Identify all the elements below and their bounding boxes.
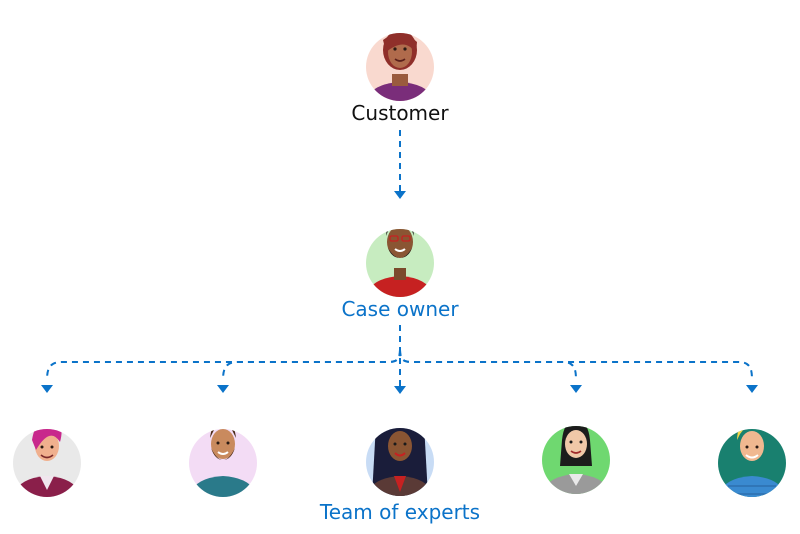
case-owner-avatar-icon (366, 229, 434, 297)
team-of-experts-label: Team of experts (319, 500, 481, 524)
customer-avatar-icon (366, 33, 434, 101)
arrowhead-owner (394, 191, 406, 199)
expert-avatar-icon (366, 428, 434, 496)
arrowheads (41, 191, 758, 394)
expert-avatar-icon (13, 429, 81, 497)
expert-avatar-icon (189, 429, 257, 497)
expert-avatar-icon (718, 429, 786, 497)
arrowhead-expert-5 (746, 385, 758, 393)
connector-to-expert-1 (46, 349, 401, 381)
connector-to-expert-2 (222, 349, 401, 381)
arrowhead-expert-4 (570, 385, 582, 393)
arrowhead-expert-3 (394, 386, 406, 394)
connector-to-expert-5 (399, 349, 753, 381)
arrowhead-expert-1 (41, 385, 53, 393)
customer-label: Customer (351, 101, 449, 125)
case-owner-label: Case owner (341, 297, 459, 321)
connector-lines (46, 130, 753, 386)
expert-avatar-icon (542, 426, 610, 494)
connector-to-expert-4 (399, 349, 577, 381)
arrowhead-expert-2 (217, 385, 229, 393)
